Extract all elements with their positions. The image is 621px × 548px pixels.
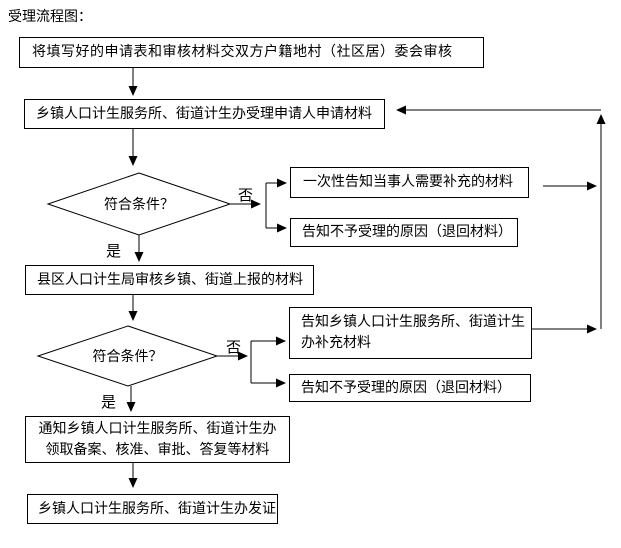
no-label-1: 否 xyxy=(238,186,254,204)
branch1-reject-label: 告知不予受理的原因（退回材料） xyxy=(302,224,512,240)
step3-label: 县区人口计生局审核乡镇、街道上报的材料 xyxy=(37,271,303,288)
step2-box: 乡镇人口计生服务所、街道计生办受理申请人申请材料 xyxy=(24,99,385,129)
decision2-diamond-shape xyxy=(36,325,219,387)
yes-label-1: 是 xyxy=(106,242,122,260)
step4-label: 通知乡镇人口计生服务所、街道计生办领取备案、核准、审批、答复等材料 xyxy=(38,420,277,458)
branch2-supplement-box: 告知乡镇人口计生服务所、街道计生办补充材料 xyxy=(289,307,532,359)
step5-box: 乡镇人口计生服务所、街道计生办发证 xyxy=(27,494,278,524)
decision1-label: 符合条件？ xyxy=(104,197,174,213)
branch1-supplement-box: 一次性告知当事人需要补充的材料 xyxy=(290,167,529,198)
step1-label: 将填写好的申请表和审核材料交双方户籍地村（社区居）委会审核 xyxy=(32,44,453,60)
step4-box: 通知乡镇人口计生服务所、街道计生办领取备案、核准、审批、答复等材料 xyxy=(25,416,290,463)
branch2-supplement-label: 告知乡镇人口计生服务所、街道计生办补充材料 xyxy=(301,314,525,351)
decision1-diamond-shape xyxy=(46,172,232,236)
no-label-2: 否 xyxy=(226,338,242,356)
decision2-diamond: 符合条件？ xyxy=(38,326,217,386)
branch1-supplement-label: 一次性告知当事人需要补充的材料 xyxy=(303,174,513,190)
branch2-reject-label: 告知不予受理的原因（退回材料） xyxy=(301,379,511,396)
page-title: 受理流程图： xyxy=(8,9,92,25)
decision2-label: 符合条件？ xyxy=(92,349,163,365)
branch1-reject-box: 告知不予受理的原因（退回材料） xyxy=(290,218,518,247)
step3-box: 县区人口计生局审核乡镇、街道上报的材料 xyxy=(25,265,314,295)
step5-label: 乡镇人口计生服务所、街道计生办发证 xyxy=(38,500,276,517)
decision1-diamond: 符合条件？ xyxy=(48,173,230,235)
step1-box: 将填写好的申请表和审核材料交双方户籍地村（社区居）委会审核 xyxy=(19,37,484,68)
branch2-reject-box: 告知不予受理的原因（退回材料） xyxy=(289,374,531,402)
yes-label-2: 是 xyxy=(101,393,117,411)
step2-label: 乡镇人口计生服务所、街道计生办受理申请人申请材料 xyxy=(36,105,372,122)
